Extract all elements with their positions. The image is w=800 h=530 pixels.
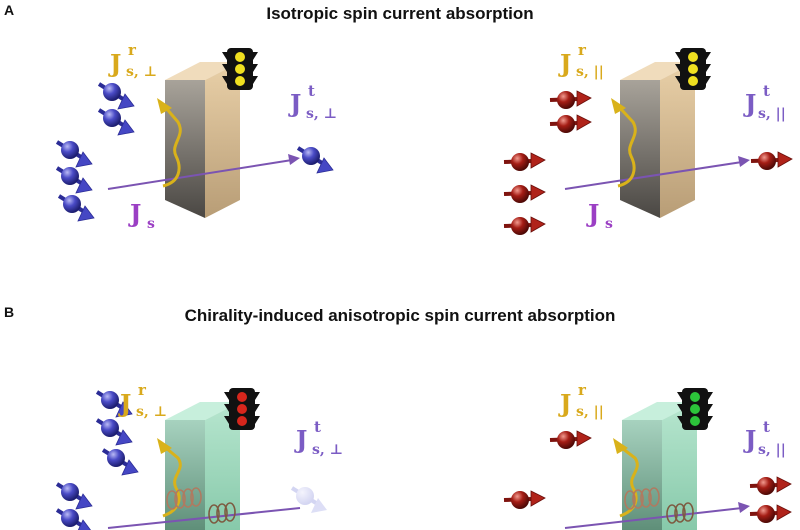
transmitted-label-j: J	[294, 425, 307, 454]
traffic-light-a-right	[675, 48, 711, 90]
transmitted-label-j: J	[743, 89, 756, 118]
transmitted-label-sup: t	[314, 418, 321, 436]
transmitted-label-sub: s, ||	[758, 106, 786, 122]
panel-b-left-scene: J r s, ⊥ J t s, ⊥	[55, 381, 343, 530]
slab-a-left	[165, 62, 240, 218]
reflected-spin	[548, 113, 593, 135]
reflected-label-j: J	[118, 389, 131, 418]
chiral-helix	[624, 487, 694, 524]
transmitted-label-sup: t	[763, 418, 770, 436]
reflected-spin	[97, 81, 136, 111]
transmitted-spin	[748, 475, 793, 497]
transmitted-label-sup: t	[308, 82, 315, 100]
incident-label-j: J	[128, 199, 141, 228]
reflected-label-sub: s, ||	[576, 404, 604, 420]
chiral-slab-b-left	[165, 402, 240, 530]
incident-spin	[502, 215, 547, 237]
reflected-spin	[97, 107, 136, 137]
reflected-label-sub: s, ⊥	[126, 64, 157, 80]
panel-a-letter: A	[4, 2, 15, 18]
transmitted-label-sub: s, ⊥	[312, 442, 343, 458]
transmitted-label-sub: s, ⊥	[306, 106, 337, 122]
reflected-current-arrow	[617, 106, 637, 188]
panel-a-right-scene: J r s, || J t s, || J s	[502, 41, 794, 237]
incident-spin	[502, 151, 547, 173]
transmitted-label-sub: s, ||	[758, 442, 786, 458]
reflected-spin	[95, 417, 134, 447]
transmitted-spin	[748, 503, 793, 525]
reflected-label-j: J	[558, 389, 571, 418]
traffic-light-b-right	[677, 388, 713, 430]
incident-current-arrow	[107, 159, 293, 190]
traffic-light-b-left	[224, 388, 260, 430]
panel-b-title: Chirality-induced anisotropic spin curre…	[184, 306, 616, 325]
incident-spin	[55, 481, 94, 511]
incident-label-sub: s	[605, 216, 613, 232]
chiral-helix	[166, 487, 236, 524]
incident-current-arrow	[564, 161, 743, 190]
reflected-label-sub: s, ⊥	[136, 404, 167, 420]
reflected-label-sup: r	[128, 41, 137, 59]
incident-spin	[55, 507, 94, 530]
panel-b-letter: B	[4, 304, 15, 320]
transmitted-label-sup: t	[763, 82, 770, 100]
incident-current-arrow	[107, 507, 301, 529]
reflected-label-sub: s, ||	[576, 64, 604, 80]
incident-label-sub: s	[147, 216, 155, 232]
traffic-light-a-left	[222, 48, 258, 90]
incident-label-j: J	[586, 199, 599, 228]
incident-spin	[55, 139, 94, 169]
incident-current-arrow	[564, 507, 743, 529]
reflected-label-sup: r	[578, 41, 587, 59]
chiral-slab-b-right	[622, 402, 697, 530]
reflected-current-arrow	[162, 107, 182, 188]
incident-spin	[502, 489, 547, 511]
transmitted-label-j: J	[288, 89, 301, 118]
incident-spin	[55, 165, 94, 195]
transmitted-spin	[296, 145, 335, 175]
reflected-label-j: J	[558, 49, 571, 78]
panel-b-right-scene: J r s, || J t s, ||	[502, 381, 793, 530]
incident-spin	[57, 193, 96, 223]
transmitted-label-j: J	[743, 425, 756, 454]
reflected-spin	[548, 429, 593, 451]
reflected-label-sup: r	[138, 381, 147, 399]
panel-a-title: Isotropic spin current absorption	[266, 4, 534, 23]
reflected-label-j: J	[108, 49, 121, 78]
reflected-label-sup: r	[578, 381, 587, 399]
reflected-spin	[101, 447, 140, 477]
reflected-spin	[548, 89, 593, 111]
incident-spin	[502, 183, 547, 205]
transmitted-spin	[749, 150, 794, 172]
slab-a-right	[620, 62, 695, 218]
panel-a-left-scene: J r s, ⊥ J t s, ⊥ J s	[55, 41, 337, 232]
